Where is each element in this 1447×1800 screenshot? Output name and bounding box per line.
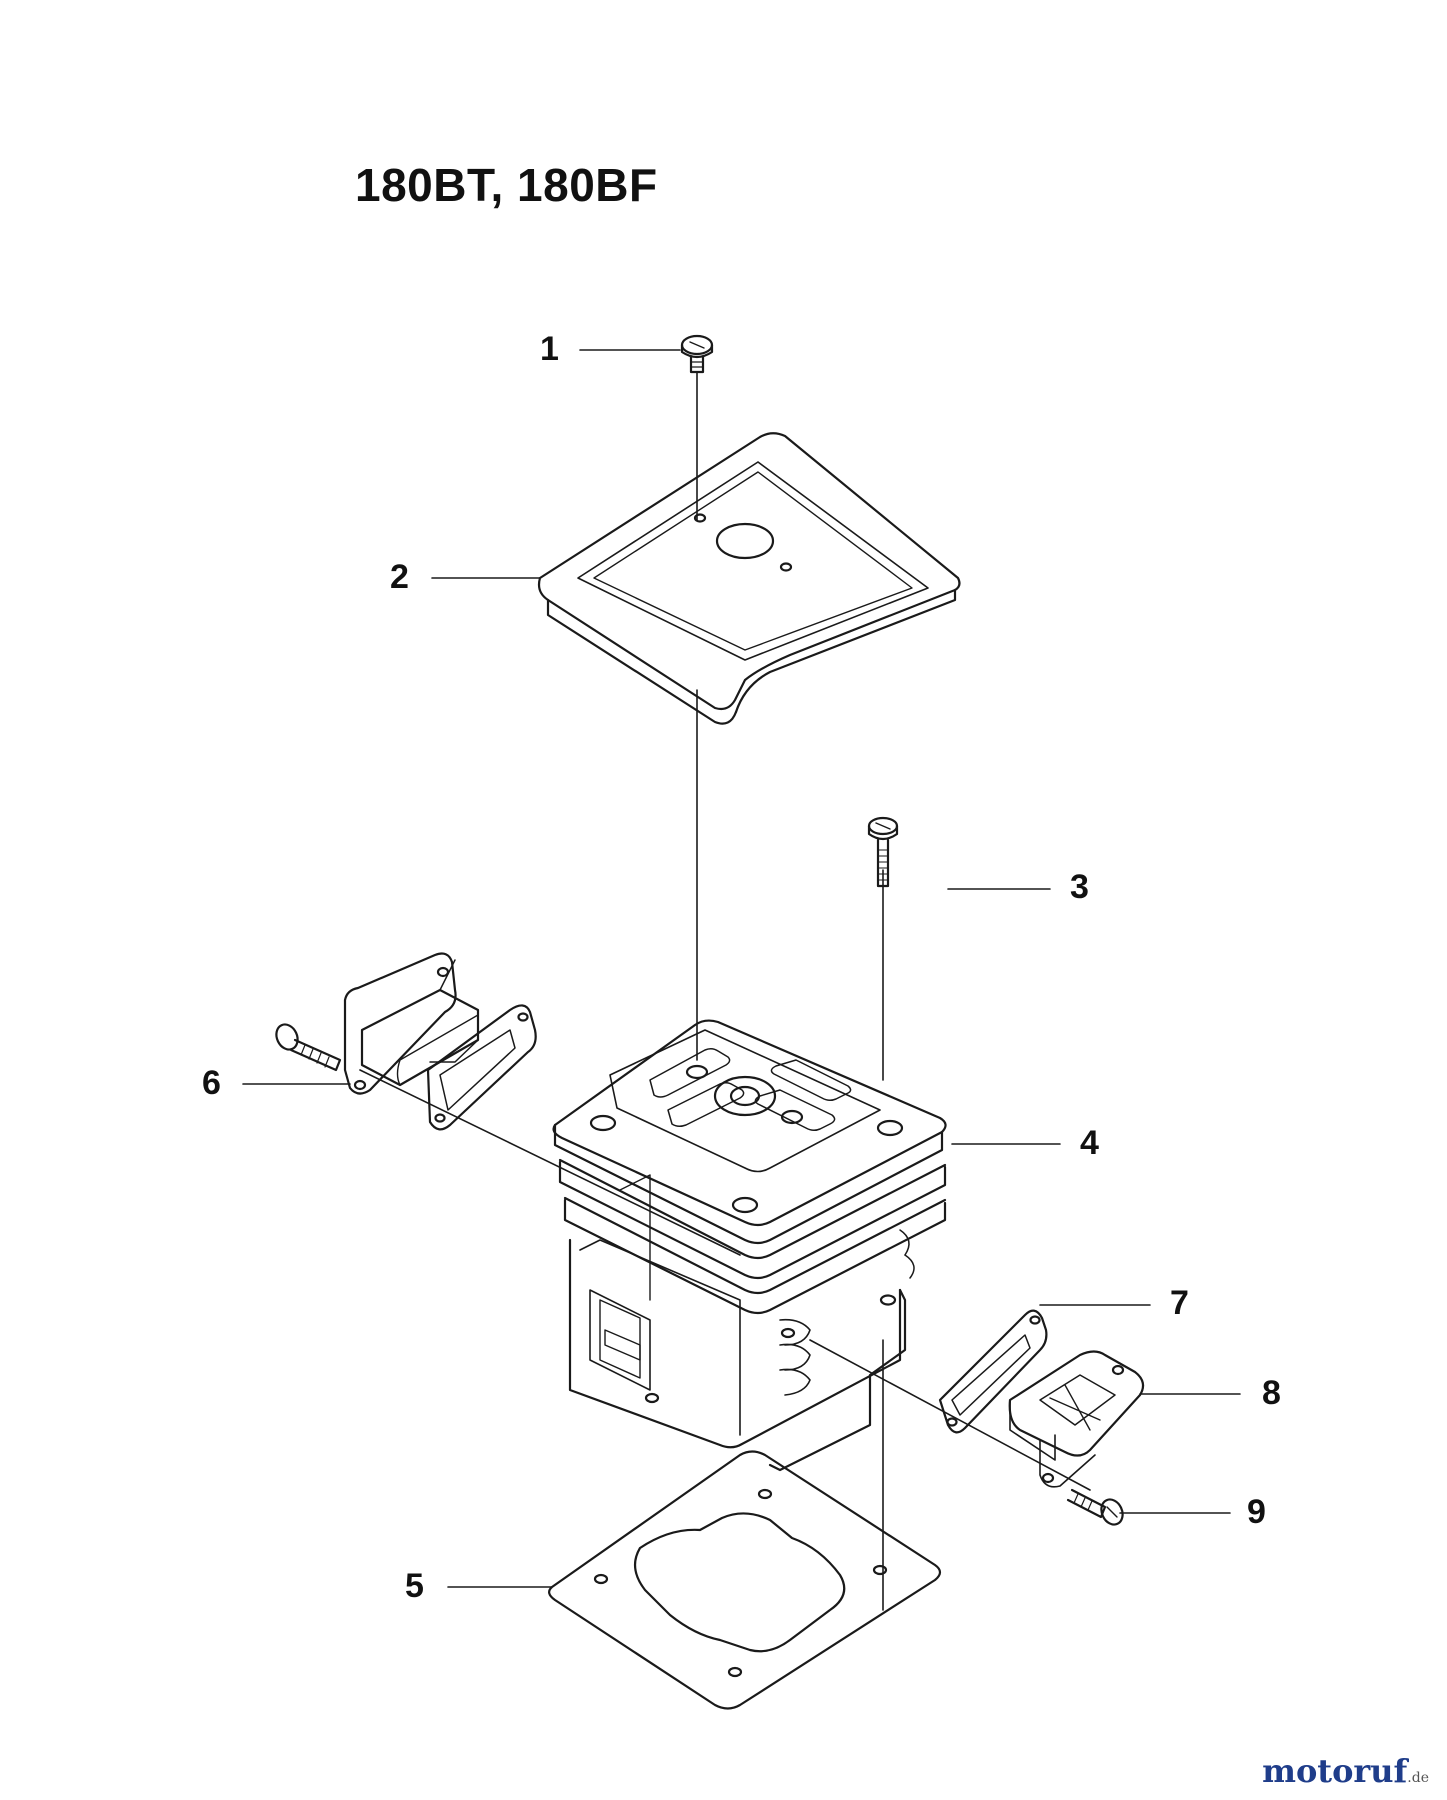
cover-plate-part-2 <box>537 432 961 725</box>
screw-part-1 <box>680 334 714 374</box>
brand-watermark[interactable]: motoruf.de <box>1262 1752 1429 1790</box>
right-gasket-part-7 <box>938 1309 1048 1434</box>
left-intake-part-6 <box>275 952 537 1131</box>
small-screw-part-9 <box>1066 1488 1124 1526</box>
long-screw-part-3 <box>867 816 899 888</box>
cylinder-part-4 <box>552 1019 947 1472</box>
leader-lines <box>242 349 1241 1611</box>
callout-8: 8 <box>1262 1374 1281 1412</box>
right-intake-part-8 <box>1008 1350 1145 1488</box>
callout-7: 7 <box>1170 1284 1189 1322</box>
brand-name: motoruf <box>1262 1752 1408 1790</box>
callout-3: 3 <box>1070 868 1089 906</box>
callout-5: 5 <box>405 1567 424 1605</box>
callout-4: 4 <box>1080 1124 1099 1162</box>
callout-1: 1 <box>540 330 559 368</box>
base-gasket-part-5 <box>548 1450 942 1710</box>
callout-6: 6 <box>202 1064 221 1102</box>
callout-2: 2 <box>390 558 409 596</box>
brand-tld: .de <box>1407 1770 1429 1786</box>
callout-9: 9 <box>1247 1493 1266 1531</box>
diagram-title: 180BT, 180BF <box>355 159 658 211</box>
